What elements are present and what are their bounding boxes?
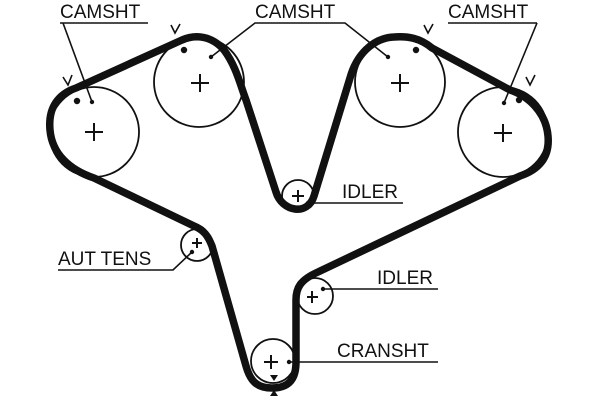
center-cross-icon	[494, 124, 512, 142]
timing-dot	[73, 97, 81, 105]
timing-dot	[180, 46, 188, 54]
timing-mark-v-icon	[423, 23, 434, 35]
label-camshaft-left: CAMSHT	[60, 2, 141, 23]
label-camshaft-center: CAMSHT	[255, 2, 336, 23]
center-cross-icon	[192, 238, 202, 248]
leader-idler-upper	[305, 200, 403, 206]
timing-dot	[412, 46, 420, 54]
center-cross-icon	[264, 355, 278, 369]
label-auto-tensioner: AUT TENS	[58, 249, 151, 270]
center-cross-icon	[307, 291, 318, 303]
leader-camshaft-left	[60, 22, 148, 105]
timing-mark-lower-icon	[270, 390, 278, 396]
center-cross-icon	[391, 74, 409, 92]
leader-idler-lower	[320, 286, 438, 292]
leader-camshaft-center	[208, 22, 391, 60]
label-idler-lower: IDLER	[377, 268, 433, 289]
center-cross-icon	[85, 123, 103, 141]
timing-mark-v-icon	[62, 74, 73, 87]
timing-mark-v-icon	[170, 23, 181, 35]
label-idler-upper: IDLER	[342, 182, 398, 203]
label-camshaft-right: CAMSHT	[448, 2, 529, 23]
timing-mark-v-icon	[525, 74, 536, 87]
timing-belt	[46, 33, 552, 392]
leader-camshaft-right	[448, 22, 538, 106]
center-cross-icon	[191, 74, 209, 92]
leader-crankshaft	[286, 359, 438, 365]
label-crankshaft: CRANSHT	[337, 341, 429, 362]
center-cross-icon	[292, 190, 304, 202]
leader-auto-tensioner	[58, 249, 195, 271]
timing-mark-upper-icon	[270, 375, 278, 381]
